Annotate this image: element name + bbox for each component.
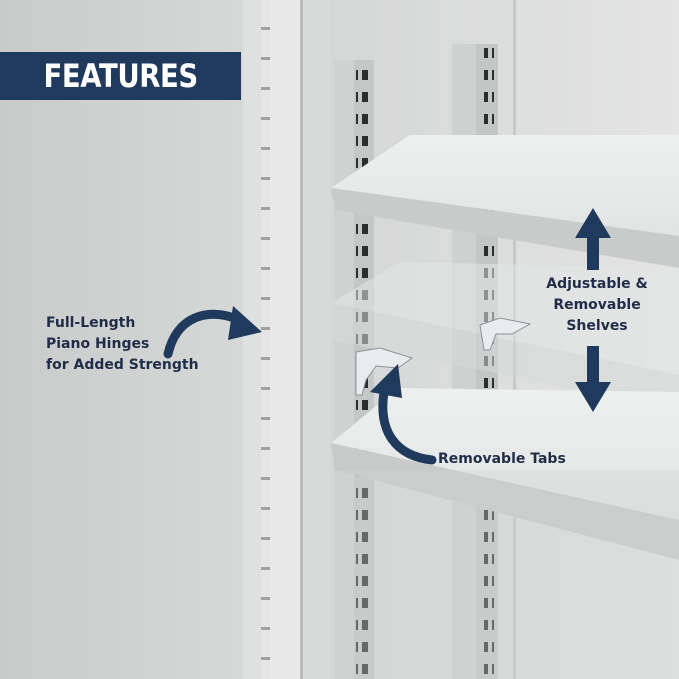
hinges-callout-line: Piano Hinges <box>46 336 150 352</box>
cabinet-frame <box>300 0 330 679</box>
shelf-tab-front <box>355 347 414 396</box>
up-arrow-icon <box>575 208 611 270</box>
shelves-callout-line: Adjustable & <box>546 276 648 292</box>
shelves-callout-line: Shelves <box>566 318 628 334</box>
shelves-callout-line: Removable <box>553 297 641 313</box>
hinges-callout-line: for Added Strength <box>46 357 199 373</box>
hinges-callout: Full-Length Piano Hinges for Added Stren… <box>46 313 216 376</box>
shelf-tab-rear <box>479 317 532 351</box>
curved-arrow-icon <box>370 364 437 465</box>
door-edge <box>243 0 261 679</box>
features-title: FEATURES <box>43 57 198 95</box>
down-arrow-icon <box>575 346 611 412</box>
features-banner: FEATURES <box>0 52 241 100</box>
features-banner-bg <box>0 52 241 100</box>
shelves-callout: Adjustable & Removable Shelves <box>528 274 666 337</box>
tabs-callout: Removable Tabs <box>438 449 588 470</box>
hinges-callout-line: Full-Length <box>46 315 136 331</box>
curved-arrow-icon <box>163 306 262 359</box>
piano-hinge <box>261 0 270 679</box>
shelf-bottom <box>331 388 679 520</box>
cabinet-door <box>0 0 243 679</box>
tabs-callout-label: Removable Tabs <box>438 451 566 467</box>
